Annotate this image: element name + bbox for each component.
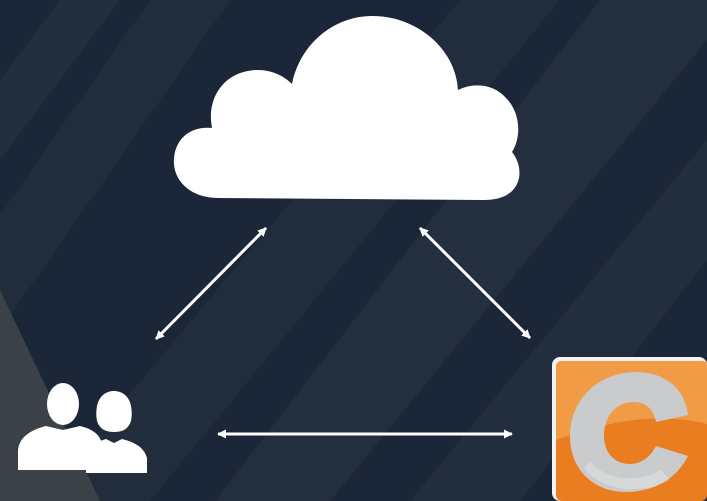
users-icon: [18, 383, 147, 473]
background-stripe: [0, 0, 120, 160]
background-stripe: [0, 0, 230, 330]
background-stripe: [410, 140, 707, 501]
cloud-icon: [173, 16, 520, 200]
arrow-cloud-concrete: [418, 226, 532, 340]
user-person-icon: [86, 391, 147, 473]
concrete5-logo-icon: [552, 357, 707, 501]
arrow-cloud-users: [154, 226, 268, 341]
user-person-icon: [18, 383, 102, 470]
